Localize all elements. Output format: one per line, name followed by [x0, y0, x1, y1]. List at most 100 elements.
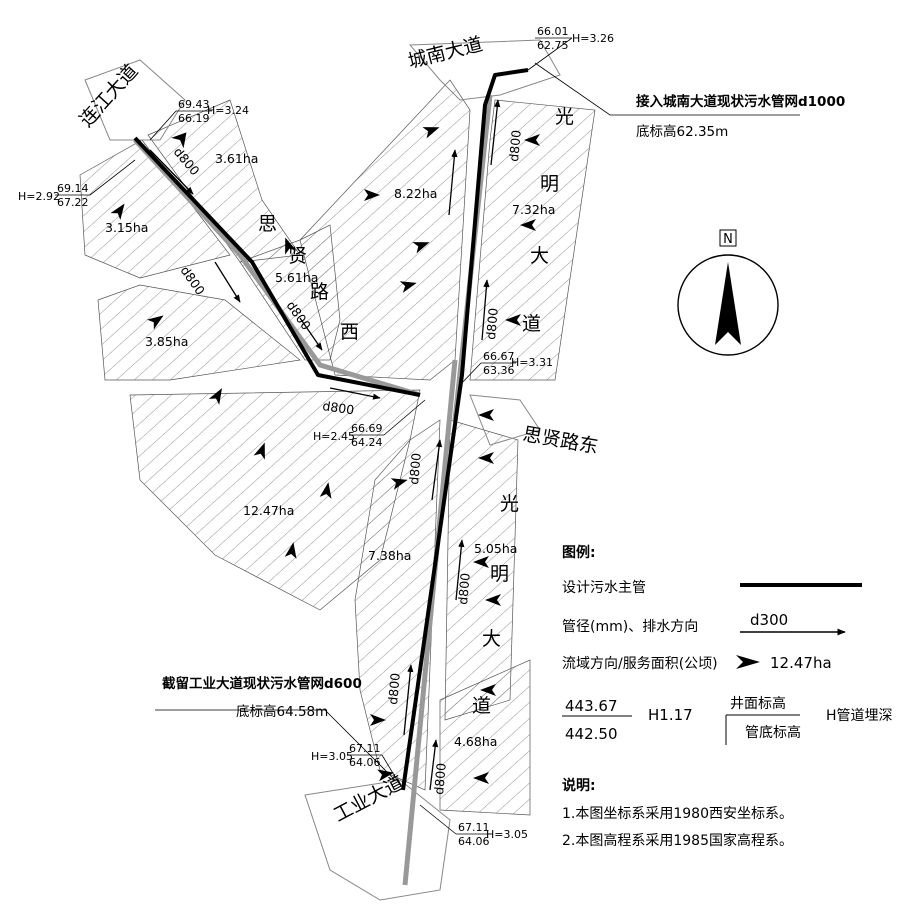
north-arrow: N — [677, 229, 779, 356]
svg-text:大: 大 — [482, 628, 501, 650]
svg-text:贤: 贤 — [288, 245, 307, 267]
pipe-arrow — [431, 439, 443, 501]
area-labels: 3.61ha 3.15ha 5.61ha 3.85ha 8.22ha 7.32h… — [105, 151, 555, 749]
legend-depth-example: H1.17 — [648, 706, 693, 724]
road-label-guangming-lower: 光 明 大 道 — [472, 493, 519, 717]
road-label-chengnan: 城南大道 — [406, 33, 485, 73]
leader-lines — [89, 37, 800, 835]
svg-text:H=3.05: H=3.05 — [311, 750, 353, 763]
svg-text:66.19: 66.19 — [178, 112, 210, 125]
flow-arrow — [473, 556, 489, 568]
flow-arrow — [524, 134, 540, 146]
pipe-arrow — [455, 539, 465, 601]
catchment-areas — [79, 79, 596, 816]
legend-ground-example: 443.67 — [565, 697, 618, 715]
legend-flow-example: 12.47ha — [770, 654, 832, 672]
area-label: 5.05ha — [474, 541, 517, 556]
svg-text:67.22: 67.22 — [57, 196, 89, 209]
pipe-arrow — [403, 664, 414, 736]
legend-main-pipe-label: 设计污水主管 — [562, 580, 646, 596]
flow-arrow — [505, 314, 521, 326]
outlet-chengnan: 接入城南大道现状污水管网d1000 底标高62.35m — [636, 93, 845, 140]
legend-pipe-example: d300 — [750, 611, 788, 629]
pipe-gongye-chengnan — [401, 68, 529, 791]
catchment-flow-arrows — [110, 127, 540, 784]
flow-arrow — [171, 132, 187, 149]
flow-arrow — [147, 315, 164, 330]
main-sewer-pipes — [133, 68, 529, 791]
pipe-arrow — [299, 317, 323, 351]
svg-text:底标高64.58m: 底标高64.58m — [236, 703, 328, 720]
flow-arrow — [319, 482, 332, 499]
catchment-7-32 — [469, 99, 596, 381]
catchment-12-47 — [129, 389, 421, 611]
catchment-3-15 — [79, 139, 231, 279]
notes: 说明: 1.本图坐标系采用1980西安坐标系。 2.本图高程系采用1985国家高… — [562, 777, 793, 849]
pipe-size-labels: d800 d800 d800 d800 d800 d800 d800 d800 … — [171, 129, 524, 795]
svg-text:H=2.92: H=2.92 — [18, 190, 60, 203]
svg-text:66.69: 66.69 — [351, 422, 383, 435]
svg-text:道: 道 — [472, 695, 491, 717]
flow-arrow — [110, 203, 125, 220]
flow-arrow — [390, 478, 408, 490]
legend-invert-example: 442.50 — [565, 725, 618, 743]
note-item: 1.本图坐标系采用1980西安坐标系。 — [562, 806, 793, 822]
pipe-arrow — [214, 261, 241, 303]
flow-arrow — [480, 684, 496, 696]
node-chengnan: 66.01 62.75 H=3.26 — [535, 25, 614, 52]
svg-text:H=3.24: H=3.24 — [207, 104, 249, 117]
svg-text:接入城南大道现状污水管网d1000: 接入城南大道现状污水管网d1000 — [636, 93, 845, 110]
road-label-sixian-east: 思贤路东 — [521, 423, 600, 458]
pipe-size-label: d800 — [406, 452, 424, 485]
svg-text:64.06: 64.06 — [349, 756, 381, 769]
pipe-size-label: d800 — [322, 398, 356, 417]
svg-text:H=2.45: H=2.45 — [313, 430, 355, 443]
area-label: 3.61ha — [215, 151, 258, 166]
catchment-3-85 — [97, 284, 301, 381]
pipe-arrow — [149, 149, 194, 195]
svg-text:道: 道 — [522, 313, 541, 335]
flow-arrow — [485, 594, 501, 606]
area-label: 5.61ha — [275, 270, 318, 285]
legend-flow-dir-label: 流域方向/服务面积(公顷) — [562, 656, 718, 672]
flow-arrow — [370, 714, 386, 726]
node-sixian-west-end: 66.69 64.24 H=2.45 — [313, 422, 384, 449]
legend-depth-label: H管道埋深 — [826, 708, 893, 724]
svg-text:H=3.05: H=3.05 — [486, 828, 528, 841]
svg-text:截留工业大道现状污水管网d600: 截留工业大道现状污水管网d600 — [162, 675, 362, 692]
svg-text:明: 明 — [540, 173, 559, 195]
road-label-guangming-upper: 光 明 大 道 — [522, 106, 574, 335]
node-gongye-west: 67.11 64.06 H=3.05 — [311, 742, 382, 769]
flow-arrow — [520, 219, 536, 231]
svg-text:66.01: 66.01 — [537, 25, 569, 38]
flow-arrow — [399, 281, 417, 293]
pipe-arrow — [490, 99, 501, 166]
flow-arrow — [253, 442, 265, 460]
svg-text:64.24: 64.24 — [351, 436, 383, 449]
svg-text:底标高62.35m: 底标高62.35m — [636, 123, 728, 140]
node-sixian-junction: 66.67 63.36 H=3.31 — [481, 350, 553, 377]
area-label: 4.68ha — [454, 734, 497, 749]
flow-arrow — [377, 769, 394, 782]
outlet-gongye: 截留工业大道现状污水管网d600 底标高64.58m — [162, 675, 362, 720]
north-label: N — [723, 232, 733, 247]
svg-text:69.14: 69.14 — [57, 182, 89, 195]
pipe-arrow — [448, 149, 458, 216]
svg-text:67.11: 67.11 — [458, 821, 490, 834]
pipe-size-label: d800 — [506, 129, 524, 162]
svg-text:H=3.31: H=3.31 — [511, 356, 553, 369]
svg-text:大: 大 — [530, 245, 549, 267]
svg-text:62.75: 62.75 — [537, 39, 569, 52]
svg-text:64.06: 64.06 — [458, 835, 490, 848]
notes-title: 说明: — [562, 777, 596, 794]
flow-arrow — [208, 388, 222, 405]
svg-text:思: 思 — [258, 213, 277, 235]
area-label: 12.47ha — [243, 503, 294, 518]
pipe-size-label: d800 — [483, 307, 501, 340]
flow-arrow — [422, 127, 440, 139]
legend-title: 图例: — [562, 544, 596, 561]
north-arrow-icon — [715, 262, 741, 345]
flow-arrow — [478, 409, 494, 421]
legend-invert-label: 管底标高 — [745, 724, 801, 741]
